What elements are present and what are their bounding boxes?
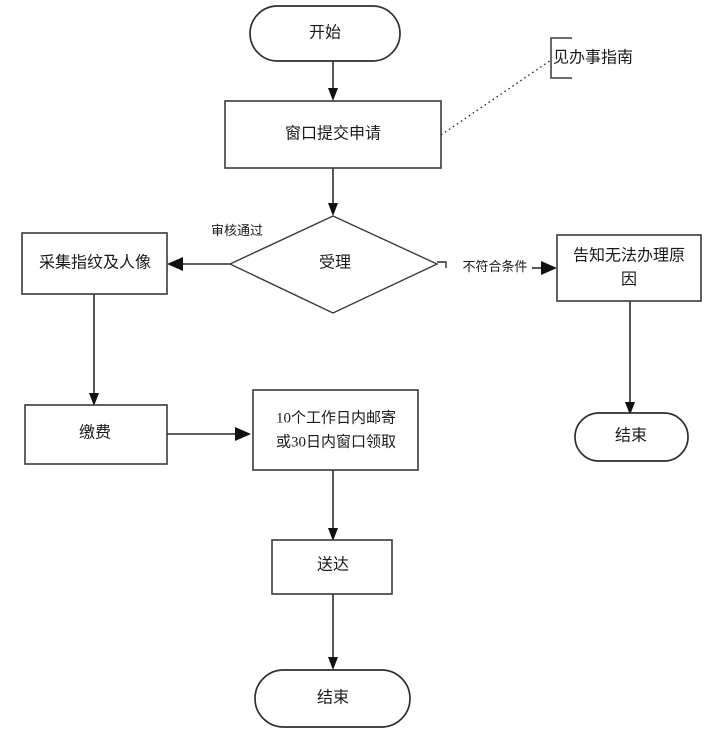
node-submit-application-label: 窗口提交申请: [285, 125, 381, 143]
node-collect-biometrics-label: 采集指纹及人像: [39, 254, 151, 272]
edge-deliver-done-to-end-bottom: [328, 593, 338, 670]
node-end-right-label: 结束: [615, 427, 647, 445]
edge-accept-to-inform: [437, 261, 557, 275]
edge-label-approved: 审核通过: [211, 223, 263, 238]
edge-submit-to-guide-note: [440, 59, 552, 136]
annotation-guide-note: 见办事指南: [550, 37, 633, 79]
node-delivery-window[interactable]: 10个工作日内邮寄 或30日内窗口领取: [252, 389, 419, 471]
node-start-label: 开始: [309, 24, 341, 42]
edge-accept-to-collect: [167, 257, 230, 271]
node-end-right[interactable]: 结束: [574, 412, 689, 462]
edge-label-not-qualified: 不符合条件: [462, 259, 527, 274]
node-start[interactable]: 开始: [249, 5, 401, 62]
node-inform-reason-label-line1: 告知无法办理原: [573, 247, 685, 265]
edge-inform-to-end-right: [625, 301, 635, 415]
node-accept-decision[interactable]: 受理: [228, 215, 439, 314]
node-inform-reason-label-line2: 因: [621, 271, 637, 289]
edge-collect-to-payment: [89, 294, 99, 406]
node-accept-decision-label: 受理: [319, 254, 351, 272]
annotation-guide-note-label: 见办事指南: [553, 49, 633, 67]
node-collect-biometrics[interactable]: 采集指纹及人像: [21, 232, 168, 295]
edge-start-to-submit: [328, 61, 338, 101]
node-delivered-label: 送达: [317, 556, 349, 574]
node-submit-application[interactable]: 窗口提交申请: [224, 100, 442, 169]
node-delivery-window-label-line2: 或30日内窗口领取: [276, 432, 396, 450]
node-payment-label: 缴费: [79, 424, 111, 442]
edge-delivery-to-deliver-done: [328, 470, 338, 541]
edge-payment-to-delivery: [167, 427, 251, 441]
node-delivered[interactable]: 送达: [271, 539, 393, 595]
node-end-bottom-label: 结束: [317, 689, 349, 707]
node-payment[interactable]: 缴费: [24, 404, 168, 465]
node-inform-reason[interactable]: 告知无法办理原 因: [556, 234, 702, 302]
edge-submit-to-accept: [328, 168, 338, 216]
node-end-bottom[interactable]: 结束: [254, 669, 411, 728]
node-delivery-window-label-line1: 10个工作日内邮寄: [276, 408, 396, 426]
